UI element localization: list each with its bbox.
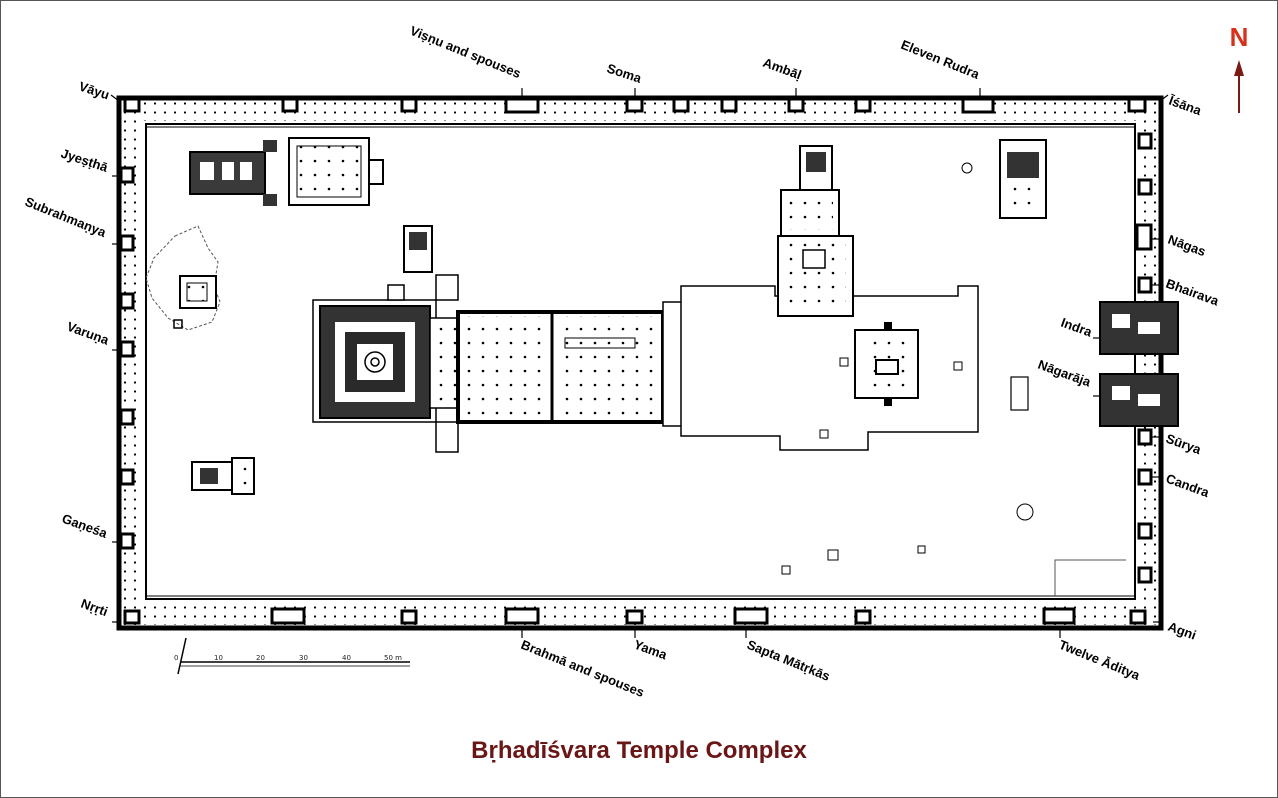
wall-shrines (119, 97, 1153, 625)
subrahmanya-shrine (777, 145, 854, 317)
label-yama: Yama (632, 637, 670, 663)
ganesa-shrine (145, 225, 221, 331)
label-vishnu: Viṣṇu and spouses (408, 23, 523, 81)
label-twelve-aditya: Twelve Āditya (1057, 637, 1143, 683)
label-indra: Indra (1059, 315, 1095, 340)
main-temple (312, 274, 738, 453)
label-soma: Soma (605, 61, 644, 86)
label-isana: Īśāna (1166, 92, 1204, 118)
chandesvara-shrine (403, 225, 433, 273)
label-nagas: Nāgas (1166, 232, 1208, 259)
label-candra: Candra (1164, 471, 1212, 501)
scale-tick: 10 (214, 654, 223, 662)
label-nagaraja: Nāgarāja (1036, 357, 1093, 390)
label-brahma: Brahmā and spouses (519, 637, 647, 700)
nw-shrine (189, 137, 384, 206)
scale-tick: 50 m (384, 654, 402, 662)
diagram-title: Bṛhadīśvara Temple Complex (471, 737, 807, 764)
label-ticks (110, 88, 1169, 638)
north-label: N (1230, 22, 1249, 52)
sw-shrine (191, 457, 255, 495)
scale-tick: 20 (256, 654, 265, 662)
label-ambal: Ambāḷ (761, 55, 803, 83)
label-varuna: Varuṇa (65, 319, 112, 348)
label-jyestha: Jyeṣṭhā (59, 146, 110, 175)
label-sapta-matrkas: Sapta Mātṛkās (745, 637, 832, 684)
scale-tick: 30 (299, 654, 308, 662)
ne-shrine (961, 139, 1047, 219)
label-eleven-rudra: Eleven Rudra (899, 37, 982, 82)
minor-features (781, 503, 1126, 596)
east-gate-shrines (1099, 301, 1179, 427)
scale-tick: 0 (174, 654, 178, 662)
label-surya: Sūrya (1164, 431, 1204, 458)
label-ganesa: Gaṇeśa (60, 511, 110, 541)
label-agni: Agni (1166, 619, 1198, 643)
nandi-platform (680, 285, 1029, 451)
label-subrahmanya: Subrahmaṇya (23, 194, 109, 240)
label-vayu: Vāyu (77, 79, 111, 103)
north-arrow: N (1230, 22, 1249, 113)
scale-tick: 40 (342, 654, 351, 662)
scale-bar: 0 10 20 30 40 50 m (174, 637, 410, 675)
label-nirrti: Nṛṛti (79, 596, 110, 619)
